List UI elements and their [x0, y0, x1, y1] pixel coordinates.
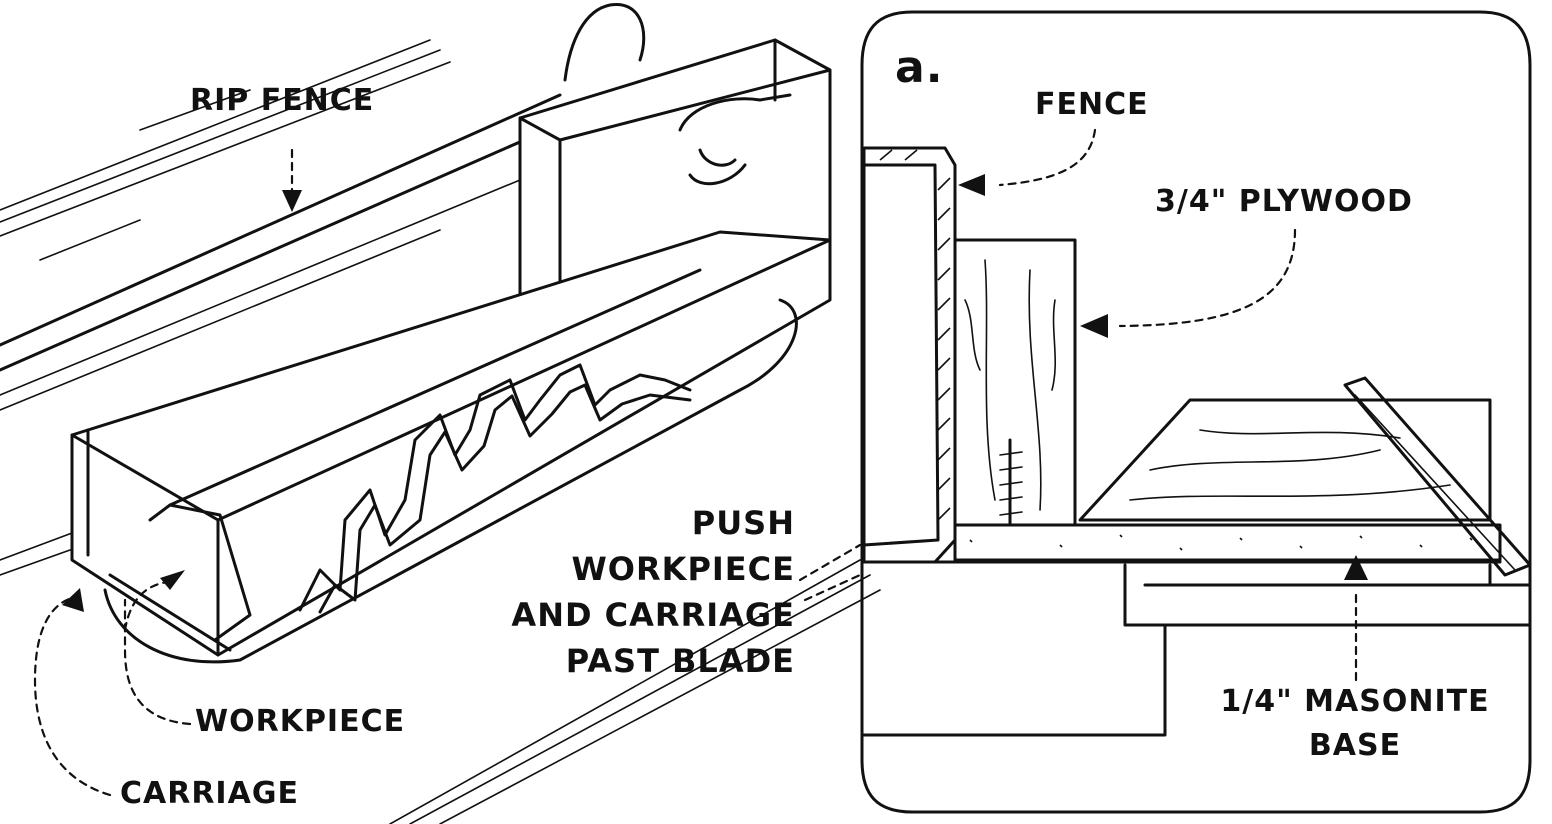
detail-a-drawing	[860, 10, 1532, 814]
masonite-line-1: 1/4" MASONITE	[1220, 684, 1490, 719]
carriage-arrowhead	[62, 588, 84, 612]
detail-letter: a.	[895, 42, 944, 93]
rip-fence-arrowhead	[282, 190, 302, 212]
carriage-label: CARRIAGE	[120, 776, 299, 811]
workpiece-arrowhead	[160, 570, 185, 590]
push-line-1: PUSH	[691, 504, 795, 542]
push-line-2: WORKPIECE	[571, 550, 795, 588]
push-leader-2	[803, 573, 862, 602]
masonite-arrowhead	[1344, 555, 1368, 580]
plywood-leader	[1118, 228, 1297, 328]
workpiece-label: WORKPIECE	[195, 704, 406, 739]
plywood-label: 3/4" PLYWOOD	[1155, 184, 1413, 219]
plywood-arrowhead	[1080, 314, 1108, 338]
fence-leader	[998, 128, 1097, 187]
workpiece-leader-end	[123, 580, 170, 632]
fence-arrowhead	[958, 174, 985, 196]
detail-frame	[860, 10, 1532, 814]
masonite-line-2: BASE	[1308, 728, 1402, 763]
masonite-label: 1/4" MASONITE BASE	[1205, 680, 1505, 768]
rip-fence-label: RIP FENCE	[190, 83, 375, 118]
push-instruction: PUSH WORKPIECE AND CARRIAGE PAST BLADE	[470, 500, 795, 684]
workpiece-leader	[123, 598, 192, 726]
push-line-3: AND CARRIAGE	[511, 596, 795, 634]
fence-label: FENCE	[1035, 87, 1149, 122]
push-line-4: PAST BLADE	[565, 642, 795, 680]
table-saw-drawing	[0, 3, 881, 824]
carriage-leader	[33, 596, 112, 797]
push-leader	[798, 543, 862, 582]
